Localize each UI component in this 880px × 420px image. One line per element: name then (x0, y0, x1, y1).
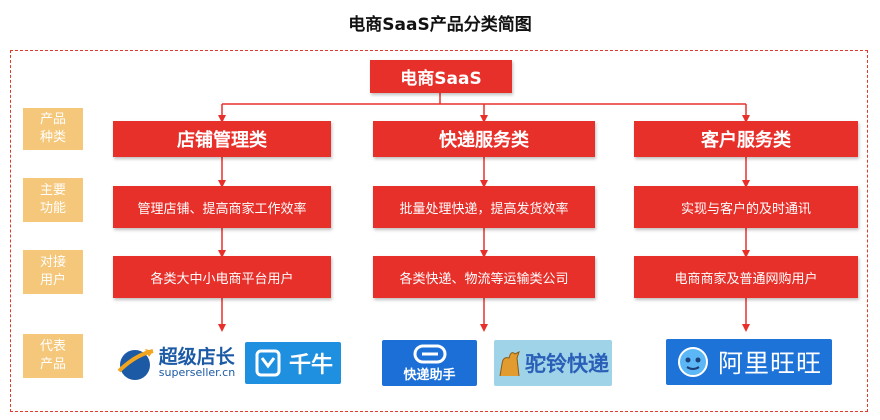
side-label-line: 产品 (39, 357, 66, 372)
diagram-frame (10, 50, 868, 412)
users-express-service: 各类快递、物流等运输类公司 (373, 256, 595, 298)
rocket-globe-icon (117, 349, 154, 380)
tuoling-name: 驼铃快递 (525, 352, 609, 376)
users-store-management: 各类大中小电商平台用户 (113, 256, 331, 298)
side-label-main-function: 主要 功能 (23, 178, 83, 222)
side-label-line: 代表 (39, 339, 66, 354)
kuaidi-helper-name: 快递助手 (403, 367, 456, 383)
side-label-line: 种类 (39, 130, 66, 145)
function-store-management: 管理店铺、提高商家工作效率 (113, 186, 331, 228)
wangwang-logo: 阿里旺旺 (666, 339, 832, 385)
wangwang-mascot-icon (677, 347, 708, 377)
side-label-line: 功能 (39, 201, 66, 216)
category-customer-service: 客户服务类 (634, 121, 858, 157)
side-label-line: 主要 (39, 183, 66, 198)
superseller-domain: superseller.cn (158, 366, 236, 380)
package-icon (413, 344, 446, 363)
side-label-target-users: 对接 用户 (23, 250, 83, 294)
function-express-service: 批量处理快递，提高发货效率 (373, 186, 595, 228)
superseller-name: 超级店长 (158, 345, 235, 368)
function-customer-service: 实现与客户的及时通讯 (634, 186, 858, 228)
side-label-line: 用户 (39, 273, 66, 288)
qianniu-logo: 千牛 (245, 342, 341, 384)
page-title: 电商SaaS产品分类简图 (348, 15, 532, 35)
users-customer-service: 电商商家及普通网购用户 (634, 256, 858, 298)
root-node: 电商SaaS (370, 60, 512, 93)
tuoling-logo: 驼铃快递 (494, 340, 612, 386)
side-label-line: 对接 (39, 255, 66, 270)
kuaidi-helper-logo: 快递助手 (382, 340, 477, 386)
camel-icon (499, 351, 520, 377)
category-store-management: 店铺管理类 (113, 121, 331, 157)
side-label-product-type: 产品 种类 (23, 108, 83, 150)
qianniu-icon (255, 349, 281, 377)
category-express-service: 快递服务类 (373, 121, 595, 157)
side-label-representative-products: 代表 产品 (23, 334, 83, 378)
superseller-logo: 超级店长 superseller.cn (112, 340, 238, 386)
qianniu-name: 千牛 (288, 353, 333, 378)
wangwang-name: 阿里旺旺 (717, 349, 822, 378)
side-label-line: 产品 (39, 112, 66, 127)
